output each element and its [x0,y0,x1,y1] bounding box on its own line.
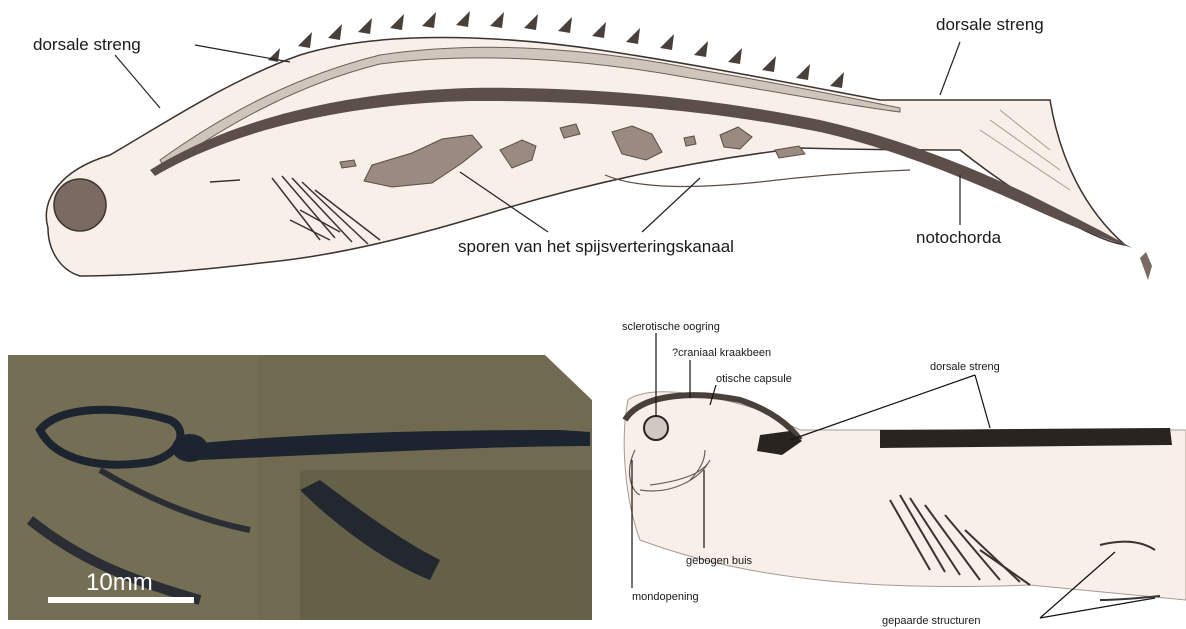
bottom-eye [644,416,668,440]
bottom-body-outline [624,392,1186,600]
label-paired-structures: gepaarde structuren [882,615,980,627]
label-gut-traces: sporen van het spijsverteringskanaal [458,237,734,256]
label-dorsal-cord-left: dorsale streng [33,35,141,54]
bottom-dorsal-cord [880,428,1172,448]
bottom-fish-drawing [624,392,1186,600]
scale-bar-label: 10mm [86,569,153,596]
fossil-photo: 10mm [8,355,592,620]
label-curved-tube: gebogen buis [686,555,753,567]
label-mouth-opening: mondopening [632,591,699,603]
label-dorsal-cord-right: dorsale streng [936,15,1044,34]
label-dorsal-cord-bottom: dorsale streng [930,361,1000,373]
label-cranial-cartilage: ?craniaal kraakbeen [672,347,771,359]
bottom-paired-structure-2 [1100,596,1160,600]
label-notochord: notochorda [916,228,1002,247]
label-sclerotic-ring: sclerotische oogring [622,321,720,333]
label-otic-capsule: otische capsule [716,373,792,385]
scale-bar [48,597,194,603]
top-fragment [1140,252,1152,280]
top-eye [54,179,106,231]
